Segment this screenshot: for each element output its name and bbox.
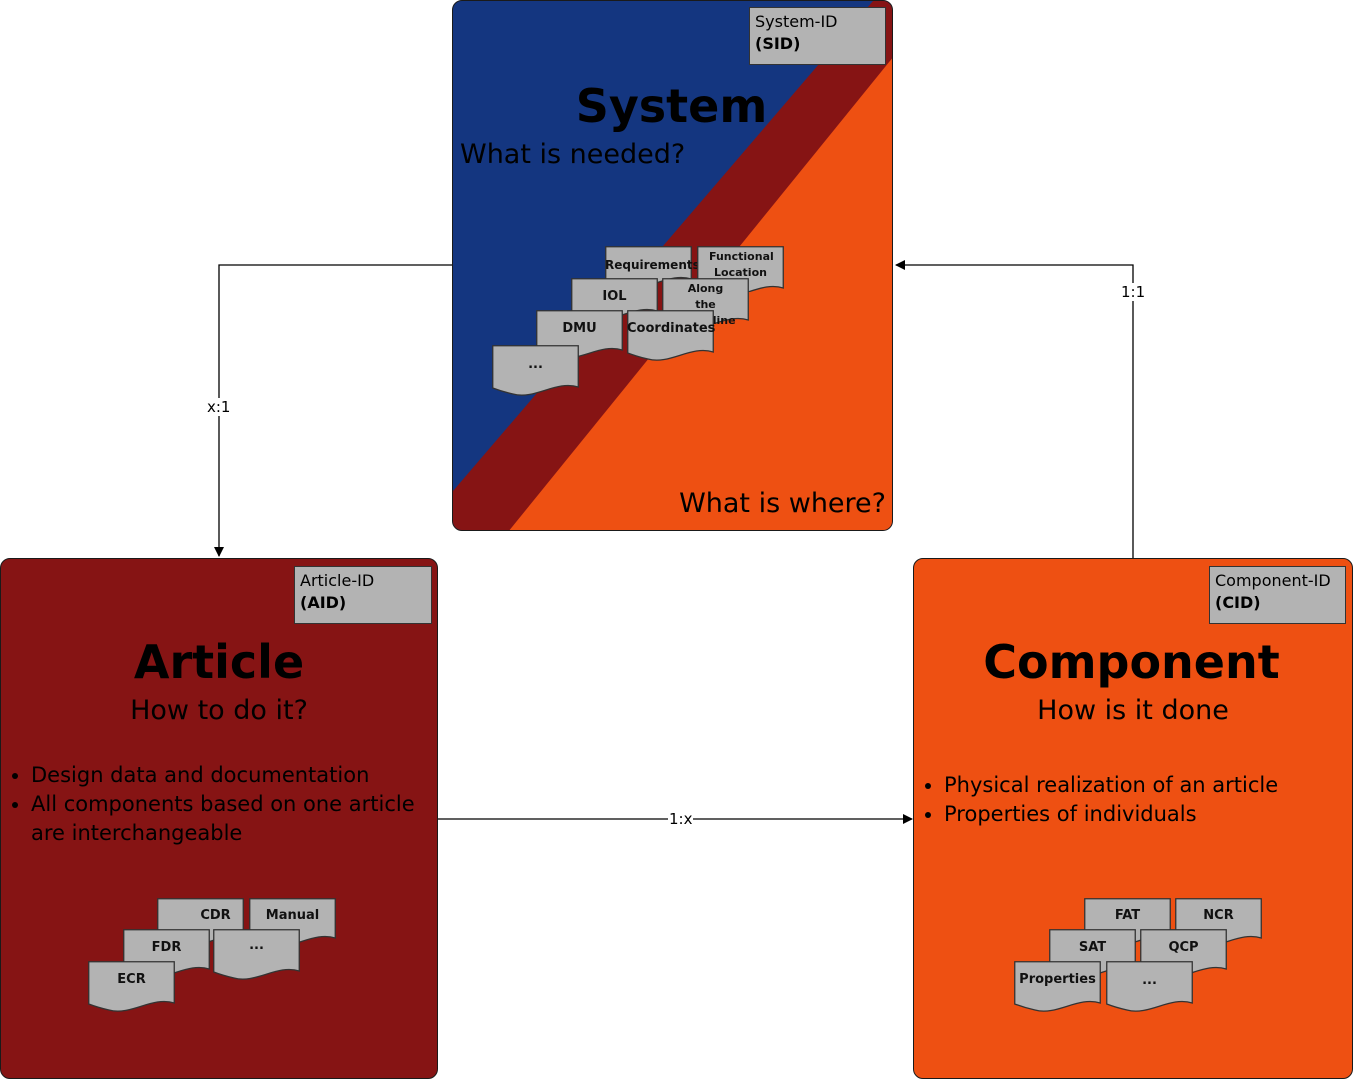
edge-label-component-system: 1:1 xyxy=(1120,283,1147,301)
component-question: How is it done xyxy=(1037,695,1229,726)
doc-functional-location-label: Functional Location xyxy=(709,250,774,279)
doc-dmu-label: DMU xyxy=(562,321,597,336)
doc-properties-label: Properties xyxy=(1019,972,1096,987)
doc-ncr-label: NCR xyxy=(1203,908,1234,923)
edge-label-system-article: x:1 xyxy=(206,398,232,416)
component-id-short: (CID) xyxy=(1215,593,1261,612)
article-bullets: Design data and documentation All compon… xyxy=(7,761,431,848)
doc-properties: Properties xyxy=(1014,961,1101,1015)
doc-article-more: ... xyxy=(213,929,300,983)
article-bullet: All components based on one article are … xyxy=(31,790,431,848)
doc-iol-label: IOL xyxy=(602,289,627,304)
component-id-label: Component-ID xyxy=(1215,571,1331,590)
doc-ecr: ECR xyxy=(88,961,175,1015)
article-bullet: Design data and documentation xyxy=(31,761,431,790)
doc-component-more: ... xyxy=(1106,961,1193,1015)
doc-article-more-label: ... xyxy=(249,938,264,953)
doc-fat-label: FAT xyxy=(1114,908,1141,923)
article-box: Article How to do it? Design data and do… xyxy=(0,558,438,1079)
doc-qcp-label: QCP xyxy=(1168,940,1199,955)
doc-cdr-label: CDR xyxy=(200,908,231,923)
component-bullet: Properties of individuals xyxy=(944,800,1344,829)
system-question-where: What is where? xyxy=(679,488,886,519)
system-id-tag: System-ID (SID) xyxy=(749,7,886,65)
doc-sat-label: SAT xyxy=(1078,940,1107,955)
doc-coordinates-label: Coordinates xyxy=(627,321,716,336)
article-title: Article xyxy=(133,635,305,689)
component-title: Component xyxy=(983,635,1280,689)
article-question: How to do it? xyxy=(130,695,308,726)
component-id-tag: Component-ID (CID) xyxy=(1209,566,1346,624)
article-id-label: Article-ID xyxy=(300,571,375,590)
doc-component-more-label: ... xyxy=(1142,973,1157,988)
doc-coordinates: Coordinates xyxy=(627,310,716,364)
doc-requirements-label: Requirements xyxy=(605,258,700,272)
doc-manual-label: Manual xyxy=(265,908,320,923)
component-bullet: Physical realization of an article xyxy=(944,771,1344,800)
edge-label-article-component: 1:x xyxy=(668,810,694,828)
doc-ecr-label: ECR xyxy=(117,972,146,987)
system-question-needed: What is needed? xyxy=(460,139,686,170)
doc-system-more: ... xyxy=(492,345,579,399)
edge-system-article xyxy=(214,264,452,557)
doc-system-more-label: ... xyxy=(528,357,543,372)
system-id-label: System-ID xyxy=(755,12,838,31)
edge-component-system xyxy=(895,260,1134,558)
system-id-short: (SID) xyxy=(755,34,801,53)
article-id-short: (AID) xyxy=(300,593,347,612)
doc-iol: IOL xyxy=(571,278,658,324)
article-id-tag: Article-ID (AID) xyxy=(294,566,432,624)
doc-fdr-label: FDR xyxy=(151,940,182,955)
system-title: System xyxy=(575,79,768,133)
component-bullets: Physical realization of an article Prope… xyxy=(920,771,1344,829)
